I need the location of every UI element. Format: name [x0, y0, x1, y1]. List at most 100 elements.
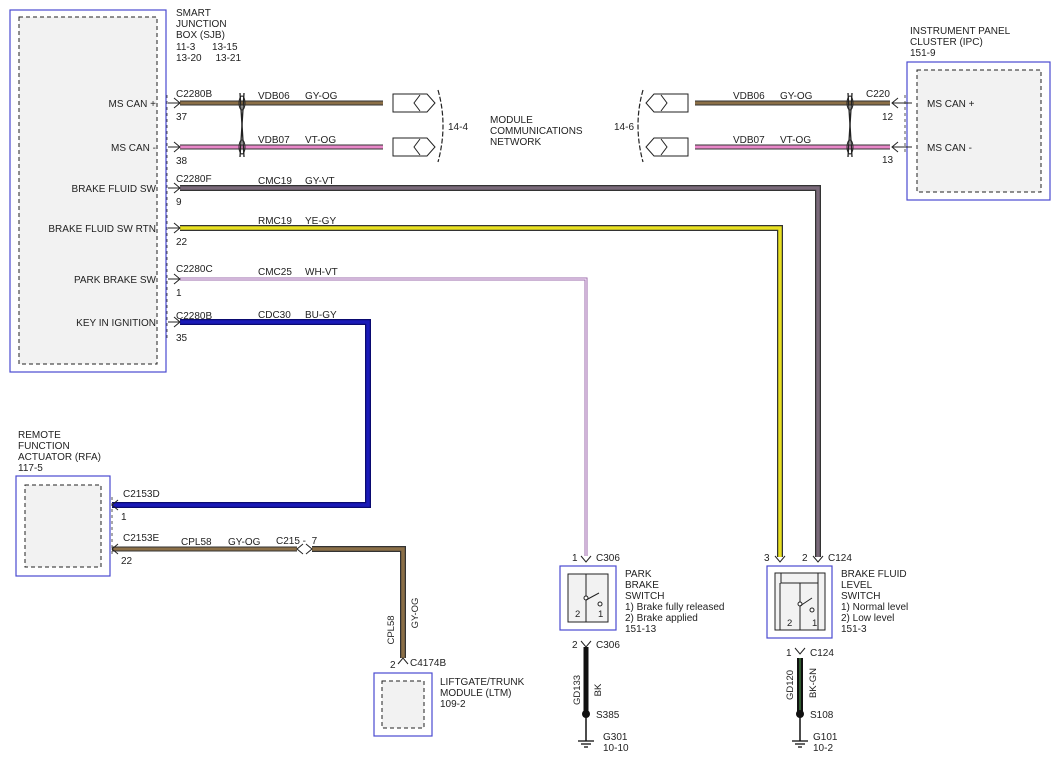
- ltm-circuit-cpl58: CPL58: [386, 615, 397, 644]
- bfs-title-2: LEVEL: [841, 580, 873, 591]
- circuit-labels: VDB06 GY-OG VDB07 VT-OG CMC19 GY-VT RMC1…: [258, 91, 338, 321]
- ipc-module: INSTRUMENT PANEL CLUSTER (IPC) 151-9 C22…: [733, 26, 1051, 201]
- color-wh-vt: WH-VT: [305, 267, 338, 278]
- bfs-top-pin-2: 2: [802, 553, 808, 564]
- ipc-pin-12: 12: [882, 112, 894, 123]
- pbs-state-1: 1) Brake fully released: [625, 602, 725, 613]
- circuit-vdb06-left: VDB06: [258, 91, 290, 102]
- sjb-module: SMART JUNCTION BOX (SJB) 11-3 13-15 13-2…: [9, 8, 241, 373]
- sjb-pin-37: 37: [176, 112, 188, 123]
- ground-icon: [578, 740, 594, 748]
- network-label-1: MODULE: [490, 115, 533, 126]
- bfs-state-2: 2) Low level: [841, 613, 894, 624]
- ltm-title-2: MODULE (LTM): [440, 688, 511, 699]
- sjb-pin-label-ms-can-plus: MS CAN +: [108, 99, 156, 110]
- pbs-top-connector: C306: [596, 553, 620, 564]
- bfs-ground-circuit: GD120: [785, 670, 796, 700]
- sjb-connector-c2280c: C2280C: [176, 264, 213, 275]
- rfa-ref: 117-5: [18, 463, 43, 474]
- color-vt-og-right: VT-OG: [780, 135, 811, 146]
- pbs-title-1: PARK: [625, 569, 652, 580]
- color-gy-og-right: GY-OG: [780, 91, 813, 102]
- ground-icon: [792, 740, 808, 748]
- wire-rmc19-fill: [180, 226, 782, 557]
- wire-cpl58-b-fill: [312, 547, 405, 658]
- bfs-ground-color: BK-GN: [808, 668, 819, 698]
- sjb-pin-22: 22: [176, 237, 188, 248]
- color-ye-gy: YE-GY: [305, 216, 336, 227]
- pbs-ground-ref: 10-10: [603, 743, 629, 754]
- rfa-title-2: FUNCTION: [18, 441, 70, 452]
- wire-cmc19-fill: [180, 186, 820, 557]
- network-label-2: COMMUNICATIONS: [490, 126, 583, 137]
- rfa-connector-c2153d: C2153D: [123, 489, 160, 500]
- ipc-pin-label-ms-can-plus: MS CAN +: [927, 99, 975, 110]
- pbs-ground-color: BK: [593, 683, 604, 696]
- ltm-connector-c4174b: C4174B: [410, 658, 446, 669]
- sjb-title-2: JUNCTION: [176, 19, 227, 30]
- sjb-pin-label-key-in-ignition: KEY IN IGNITION: [76, 318, 156, 329]
- brake-fluid-switch: 3 2 C124 2 1 BRAKE FLUID LEVEL SWITCH 1)…: [764, 553, 908, 754]
- bfs-splice-dot: [796, 710, 804, 718]
- ltm-module: CPL58 GY-OG 2 C4174B LIFTGATE/TRUNK MODU…: [373, 598, 525, 737]
- ipc-ref: 151-9: [910, 48, 936, 59]
- wire-cmc25-fill: [180, 278, 587, 556]
- park-brake-switch: 1 C306 2 1 PARK BRAKE SWITCH 1) Brake fu…: [559, 553, 725, 754]
- pbs-state-2: 2) Brake applied: [625, 613, 698, 624]
- sjb-pin-label-park-brake-sw: PARK BRAKE SW: [74, 275, 157, 286]
- ipc-pin-label-ms-can-minus: MS CAN -: [927, 143, 972, 154]
- rfa-pin-22: 22: [121, 556, 133, 567]
- bfs-title-3: SWITCH: [841, 591, 880, 602]
- network-block: 14-4 MODULE COMMUNICATIONS NETWORK 14-6: [392, 89, 689, 163]
- ipc-pin-13: 13: [882, 155, 894, 166]
- wire-cdc30-fill: [112, 320, 370, 507]
- pbs-splice: S385: [596, 710, 620, 721]
- sjb-pin-label-ms-can-minus: MS CAN -: [111, 143, 156, 154]
- color-gy-vt: GY-VT: [305, 176, 335, 187]
- color-gy-og-left: GY-OG: [305, 91, 338, 102]
- circuit-vdb07-left: VDB07: [258, 135, 290, 146]
- ipc-title-2: CLUSTER (IPC): [910, 37, 983, 48]
- wire-cmc19: [180, 185, 821, 557]
- sjb-title-1: SMART: [176, 8, 211, 19]
- color-gy-og-cpl58: GY-OG: [228, 537, 261, 548]
- sjb-pin-1: 1: [176, 288, 182, 299]
- network-label-3: NETWORK: [490, 137, 541, 148]
- ipc-connector-c220: C220: [866, 89, 890, 100]
- pbs-switch-pin-1: 1: [598, 609, 603, 620]
- sjb-pin-38: 38: [176, 156, 188, 167]
- ipc-title-1: INSTRUMENT PANEL: [910, 26, 1011, 37]
- rfa-module: REMOTE FUNCTION ACTUATOR (RFA) 117-5 C21…: [15, 430, 318, 577]
- twisted-pair-marks: [238, 92, 854, 158]
- pbs-ground: G301: [603, 732, 628, 743]
- bfs-ref: 151-3: [841, 624, 867, 635]
- color-vt-og-left: VT-OG: [305, 135, 336, 146]
- bfs-splice: S108: [810, 710, 834, 721]
- sjb-connector-chevrons: [168, 97, 181, 328]
- circuit-rmc19: RMC19: [258, 216, 292, 227]
- sjb-connector-c2280f: C2280F: [176, 174, 212, 185]
- bfs-title-1: BRAKE FLUID: [841, 569, 907, 580]
- sjb-title-3: BOX (SJB): [176, 30, 225, 41]
- pbs-top-pin: 1: [572, 553, 578, 564]
- ltm-title-1: LIFTGATE/TRUNK: [440, 677, 525, 688]
- color-bu-gy: BU-GY: [305, 310, 337, 321]
- circuit-vdb06-right: VDB06: [733, 91, 765, 102]
- sjb-pin-9: 9: [176, 197, 182, 208]
- rfa-connector-c2153e: C2153E: [123, 533, 159, 544]
- ltm-pin-2: 2: [390, 660, 396, 671]
- sjb-pin-label-brake-fluid-sw-rtn: BRAKE FLUID SW RTN: [48, 224, 156, 235]
- pbs-bottom-pin: 2: [572, 640, 578, 651]
- bfs-bottom-connector: C124: [810, 648, 834, 659]
- bfs-state-1: 1) Normal level: [841, 602, 908, 613]
- network-left-ref: 14-4: [448, 122, 468, 133]
- pbs-bottom-connector: C306: [596, 640, 620, 651]
- circuit-vdb07-right: VDB07: [733, 135, 765, 146]
- inline-connector-c215: C215 - 7: [276, 536, 318, 547]
- bfs-ground: G101: [813, 732, 838, 743]
- pbs-title-3: SWITCH: [625, 591, 664, 602]
- sjb-ref-1: 11-3 13-15: [176, 42, 238, 53]
- sjb-ref-2: 13-20 13-21: [176, 53, 241, 64]
- circuit-cpl58: CPL58: [181, 537, 212, 548]
- circuit-cmc25: CMC25: [258, 267, 292, 278]
